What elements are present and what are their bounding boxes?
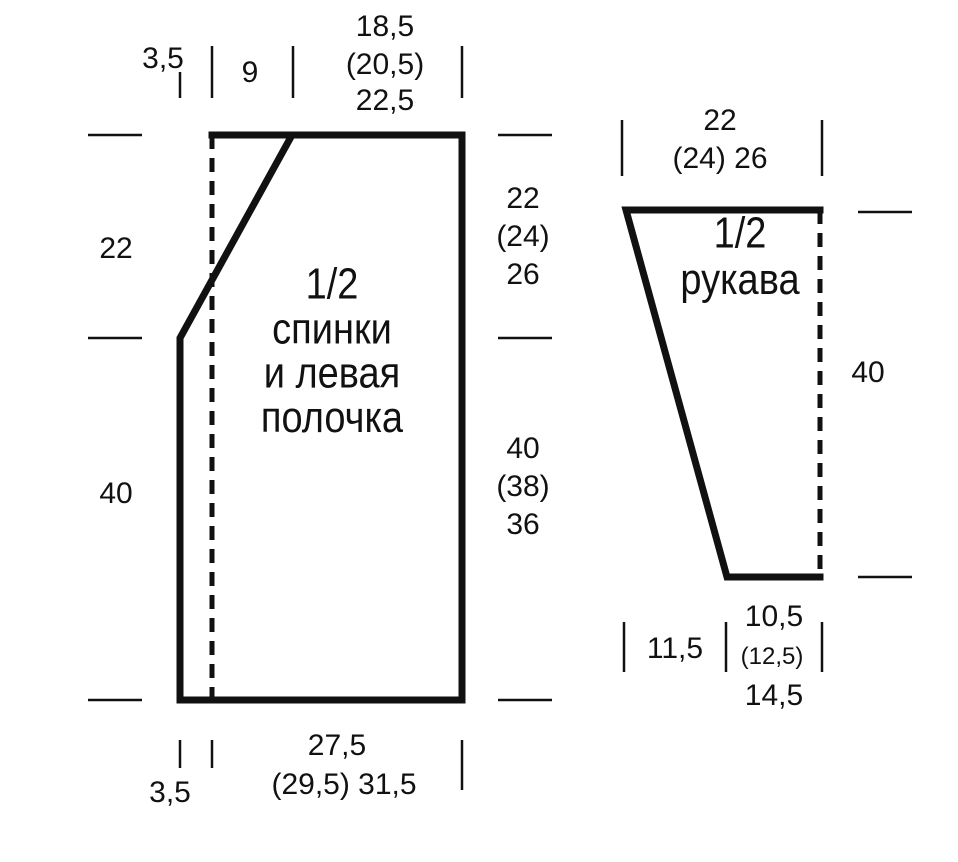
back-right-dim-upper-2: (24) <box>496 220 549 253</box>
back-top-dim-right-3: 22,5 <box>356 84 414 117</box>
sleeve-top-dim-1: 22 <box>703 104 736 137</box>
back-bottom-dim-right-2: (29,5) 31,5 <box>271 768 416 801</box>
back-piece-label-line-3: и левая <box>264 348 401 397</box>
back-left-dimension-ticks <box>88 133 142 702</box>
sleeve-bottom-dim-right-1: 10,5 <box>745 600 803 633</box>
sleeve-right-dimension-ticks <box>858 210 912 579</box>
back-bottom-dim-right-1: 27,5 <box>308 729 366 762</box>
back-bottom-dimension-ticks <box>178 740 464 790</box>
back-right-dimension-ticks <box>498 133 552 702</box>
back-piece-label-line-2: спинки <box>272 304 392 353</box>
back-left-dim-lower: 40 <box>99 477 132 510</box>
sleeve-piece: 1/2 рукава 22 (24) 26 40 11,5 10,5 (12,5… <box>620 104 912 712</box>
back-top-dimension-ticks <box>178 46 464 98</box>
sleeve-top-dim-2: (24) 26 <box>672 142 767 175</box>
sleeve-top-dimension-ticks <box>620 120 824 176</box>
back-top-dim-left: 3,5 <box>142 42 184 75</box>
back-top-dim-middle: 9 <box>242 56 259 89</box>
back-right-dim-upper-1: 22 <box>506 182 539 215</box>
sleeve-label-line-1: 1/2 <box>714 208 767 257</box>
back-right-dim-upper-3: 26 <box>506 258 539 291</box>
back-bottom-dim-left: 3,5 <box>149 776 191 809</box>
back-top-dim-right-1: 18,5 <box>356 10 414 43</box>
back-piece-outline <box>176 131 466 704</box>
sleeve-bottom-dimension-ticks <box>622 622 824 672</box>
back-top-dim-right-2: (20,5) <box>346 48 424 81</box>
back-piece-label-line-1: 1/2 <box>306 259 359 308</box>
sleeve-bottom-dim-left: 11,5 <box>647 632 703 665</box>
back-piece-label-line-4: полочка <box>261 392 403 441</box>
back-left-dim-upper: 22 <box>99 232 132 265</box>
back-right-dim-lower-3: 36 <box>506 508 539 541</box>
sleeve-bottom-dim-right-2: (12,5) <box>741 643 804 670</box>
back-right-dim-lower-2: (38) <box>496 470 549 503</box>
back-right-dim-lower-1: 40 <box>506 432 539 465</box>
sleeve-outline <box>621 206 824 581</box>
sleeve-label-line-2: рукава <box>680 255 799 304</box>
sleeve-right-dim: 40 <box>851 356 884 389</box>
back-and-left-front-piece: 1/2 спинки и левая полочка 3,5 9 18,5 (2… <box>88 10 552 809</box>
sleeve-bottom-dim-right-3: 14,5 <box>745 679 803 712</box>
